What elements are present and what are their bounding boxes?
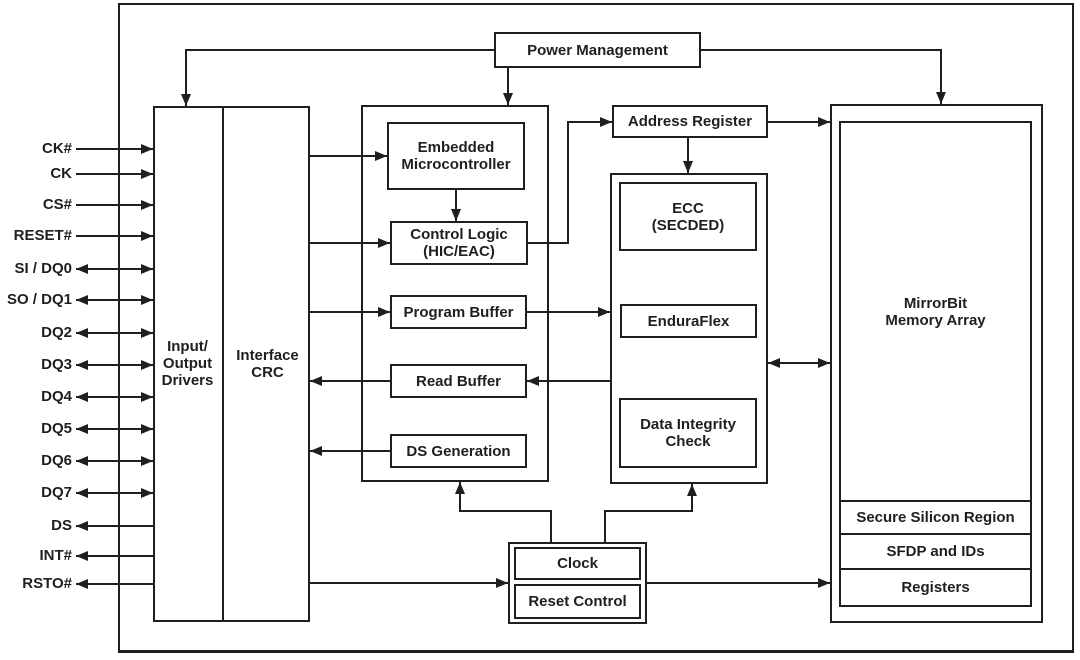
block-interface-crc-label: Interface CRC [236, 347, 299, 381]
block-read-buffer: Read Buffer [390, 364, 527, 398]
pin-label-sidq0: SI / DQ0 [14, 260, 72, 277]
block-reset-control: Reset Control [514, 584, 641, 619]
block-address-register: Address Register [612, 105, 768, 138]
block-program-buffer: Program Buffer [390, 295, 527, 329]
block-control-logic: Control Logic (HIC/EAC) [390, 221, 528, 265]
block-power-management: Power Management [494, 32, 701, 68]
block-clock: Clock [514, 547, 641, 580]
pin-label-reset: RESET# [13, 227, 72, 244]
block-registers: Registers [839, 568, 1032, 607]
connector-clock-to-core [455, 482, 552, 542]
pin-label-dq3: DQ3 [41, 356, 72, 373]
block-embedded-microcontroller: Embedded Microcontroller [387, 122, 525, 190]
pin-label-ds: DS [51, 517, 72, 534]
connector-power-to-memory [701, 49, 946, 104]
block-clock-container [508, 542, 647, 624]
pin-label-dq2: DQ2 [41, 324, 72, 341]
pin-label-dq5: DQ5 [41, 420, 72, 437]
connector-clock-to-ecc [604, 484, 697, 542]
block-io-interface [153, 106, 310, 622]
block-ecc-container [610, 173, 768, 484]
block-data-integrity-check: Data Integrity Check [619, 398, 757, 468]
pin-label-cs: CS# [42, 196, 72, 213]
pin-label-ck: CK [50, 165, 72, 182]
block-mirrorbit-memory-array: MirrorBit Memory Array [839, 121, 1032, 502]
pin-label-sodq1: SO / DQ1 [6, 291, 72, 308]
connector-power-to-io-drivers [181, 49, 494, 106]
block-enduraflex: EnduraFlex [620, 304, 757, 338]
block-sfdp-and-ids: SFDP and IDs [839, 533, 1032, 570]
pin-label-dq4: DQ4 [41, 388, 72, 405]
block-ds-generation: DS Generation [390, 434, 527, 468]
pin-label-dq7: DQ7 [41, 484, 72, 501]
block-core-container [361, 105, 549, 482]
block-ecc-secded: ECC (SECDED) [619, 182, 757, 251]
pin-label-dq6: DQ6 [41, 452, 72, 469]
pin-label-ck: CK# [41, 140, 72, 157]
pin-label-int: INT# [39, 547, 72, 564]
block-memory-container [830, 104, 1043, 623]
block-secure-silicon-region: Secure Silicon Region [839, 500, 1032, 535]
pin-label-rsto: RSTO# [22, 575, 72, 592]
block-io-drivers-label: Input/ Output Drivers [161, 338, 214, 389]
io-crc-divider [222, 106, 224, 622]
